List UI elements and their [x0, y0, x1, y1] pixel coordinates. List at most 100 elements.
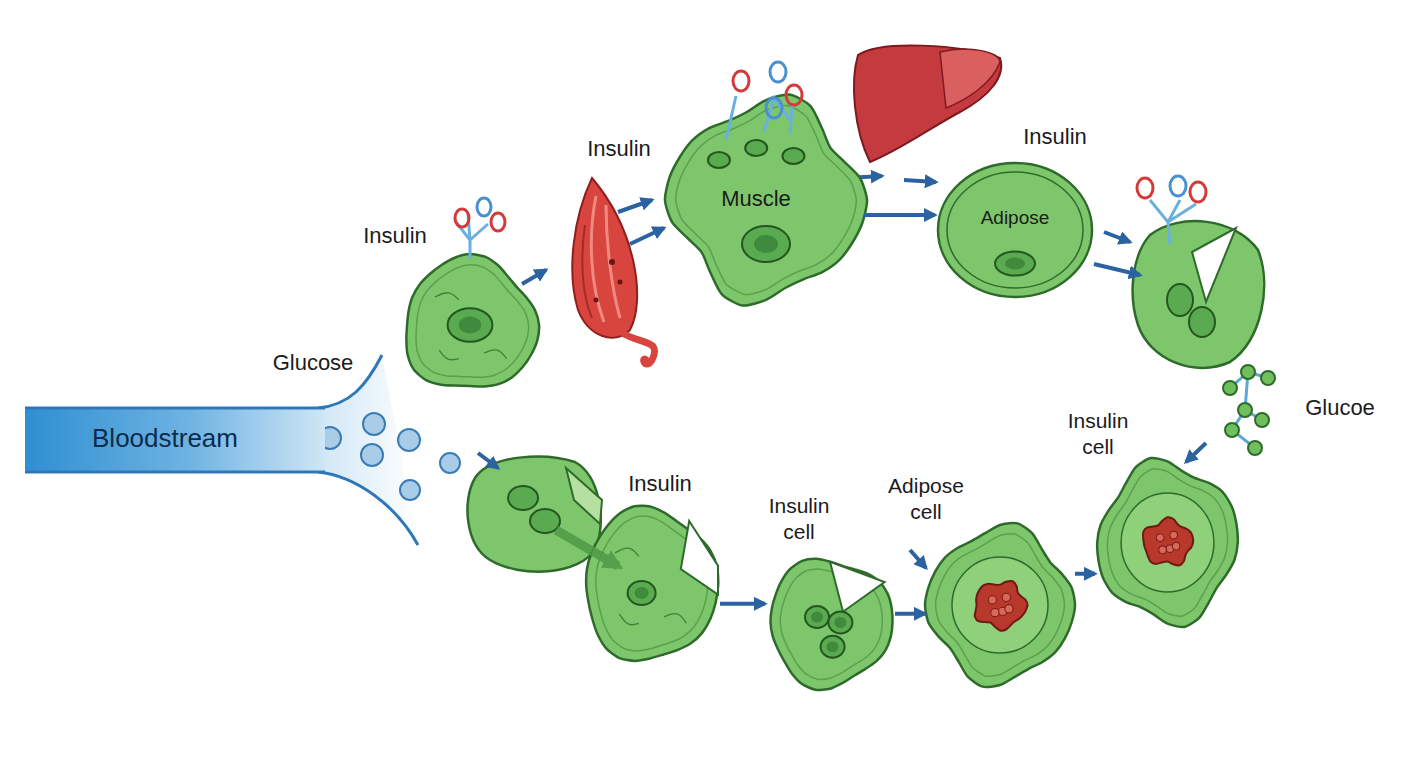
nucleolus: [827, 641, 839, 652]
cell-membrane: [925, 523, 1075, 687]
glucose-molecule: [1255, 413, 1269, 427]
cell-heading: Insulin: [355, 223, 435, 250]
glucose-particles: [319, 413, 460, 500]
fat-nucleus: [975, 581, 1028, 631]
cell-membrane: [1133, 221, 1265, 368]
insulin-molecule: [766, 98, 782, 118]
receptor-stem: [456, 214, 488, 258]
organelle: [619, 614, 639, 625]
cell-membrane: [586, 506, 718, 661]
nucleus: [821, 636, 845, 658]
cell-membrane: [467, 457, 600, 572]
cell-membrane: [665, 94, 867, 305]
inner-membrane: [1107, 469, 1227, 617]
cell-membrane: [406, 254, 539, 386]
organelle: [615, 548, 639, 556]
fat-droplet: [991, 609, 999, 617]
flow-arrow: [910, 550, 926, 568]
receptor-pit: [782, 148, 804, 164]
cell-membrane: [770, 559, 892, 690]
nucleolus: [1005, 258, 1025, 270]
flow-arrow: [720, 602, 765, 606]
cell-label: Adipose: [957, 206, 1073, 229]
cell-membrane: [938, 163, 1092, 297]
insulin-molecule: [491, 213, 505, 231]
flow-arrow: [522, 270, 546, 284]
insulin-molecule: [733, 71, 749, 91]
cell-opening: [1192, 228, 1236, 302]
flow-arrow: [1075, 572, 1095, 576]
glucose-label: Glucoe: [1290, 395, 1390, 421]
liver-lobe: [940, 49, 1000, 108]
liver: [854, 45, 1001, 162]
nucleolus: [754, 235, 778, 253]
cell-label: Bloodstream: [45, 423, 285, 455]
cell-membrane: [1097, 458, 1238, 627]
flow-arrow: [895, 612, 925, 616]
glucose-molecule: [1248, 441, 1262, 455]
insulin-receptor: [455, 198, 505, 258]
cell-outline: [935, 160, 1095, 300]
glucose-particle: [361, 444, 383, 466]
fat-droplet: [1002, 593, 1010, 601]
nucleus: [828, 612, 852, 634]
glucose-molecule: [1261, 371, 1275, 385]
glucose-label: Glucose: [258, 350, 368, 376]
fiber-streak: [591, 196, 604, 322]
receptor-stem: [1150, 200, 1196, 244]
cell-heading: Insulin cell: [757, 493, 841, 544]
cell-outline: [765, 555, 895, 690]
nucleolus: [635, 587, 649, 599]
fat-droplet: [1156, 534, 1164, 542]
flow-arrow: [1186, 443, 1206, 462]
nucleolus: [459, 317, 481, 334]
fiber-tail: [624, 334, 655, 364]
inner-ring: [952, 557, 1048, 653]
vessel-wall: [25, 471, 325, 474]
cell-heading: Insulin cell: [1055, 408, 1141, 459]
vessel-wall: [25, 407, 325, 410]
glucose-cluster: [1223, 365, 1275, 455]
cell-opening: [830, 562, 885, 612]
cell-node: Insulin cell: [1095, 460, 1240, 625]
nucleus: [742, 226, 790, 262]
flow-arrow: [618, 200, 652, 212]
nucleus: [508, 486, 538, 510]
cell-heading: Adipose cell: [877, 473, 975, 524]
cell-split: [1133, 221, 1265, 368]
flow-arrow: [1104, 232, 1130, 242]
flow-arrow: [1094, 264, 1140, 275]
fiber-dot: [609, 259, 615, 265]
fiber-dot: [618, 280, 623, 285]
cell-label: Muscle: [700, 186, 812, 213]
nucleus: [1189, 307, 1215, 337]
fiber-streak: [582, 225, 592, 318]
nucleus: [995, 252, 1035, 276]
cell-bottom-first: [467, 457, 602, 572]
insulin-molecule: [1170, 176, 1186, 196]
cell-node: Insulin: [580, 505, 720, 665]
insulin-molecule: [1137, 178, 1153, 198]
insulin-receptor: [1137, 176, 1206, 244]
cell-node: Insulin cell: [765, 555, 895, 690]
muscle-fiber: [572, 178, 654, 364]
cell-opening: [681, 521, 718, 595]
glucose-molecule: [1223, 381, 1237, 395]
inner-membrane: [947, 172, 1083, 288]
glucose-molecule: [1241, 365, 1255, 379]
glucose-particle: [400, 480, 420, 500]
bloodstream-band: Bloodstream: [25, 408, 325, 472]
flow-arrow: [630, 228, 664, 244]
nucleus: [805, 606, 829, 628]
inner-membrane: [936, 534, 1065, 676]
glucose-particle: [440, 453, 460, 473]
organelle: [439, 350, 459, 360]
cell-heading: Insulin: [1010, 124, 1100, 151]
fat-droplet: [1172, 542, 1180, 550]
nucleolus: [811, 612, 823, 623]
liver-lobe: [854, 45, 1001, 162]
